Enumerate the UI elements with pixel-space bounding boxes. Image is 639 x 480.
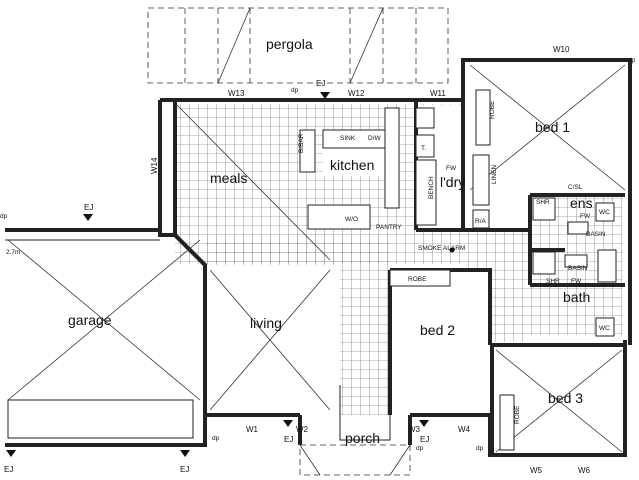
downpipe-label: dp: [291, 87, 299, 94]
expansion-joint-markers: EJ EJ EJ EJ EJ EJ: [4, 79, 429, 474]
room-label-bed-2: bed 2: [420, 322, 455, 338]
room-label-kitchen: kitchen: [330, 157, 374, 173]
ej-label: EJ: [284, 435, 293, 444]
window-label-w3: W3: [408, 425, 421, 434]
fixture-label-bbar: B/BAR: [298, 133, 305, 153]
fixture-label-csl: C/SL: [568, 184, 583, 191]
downpipe-label: dp: [416, 445, 424, 452]
room-label-pergola: pergola: [266, 36, 313, 52]
window-label-w14: W14: [150, 157, 159, 174]
fixture-label-robe-bed3: ROBE: [514, 405, 521, 424]
fixture-label-basin-ens: BASIN: [586, 231, 606, 238]
fixture-label-t: T.: [421, 145, 426, 152]
window-label-w2: W2: [296, 425, 309, 434]
fixture-label-smoke-alarm: SMOKE ALARM: [418, 245, 465, 252]
porch-area: [299, 385, 411, 476]
room-label-laundry: l'dry: [440, 174, 465, 190]
room-label-bath: bath: [563, 289, 590, 305]
ej-arrow-icon: [180, 450, 190, 457]
downpipe-label: dp: [212, 435, 220, 442]
fixture-label-ra: R/A: [475, 218, 487, 225]
downpipe-label: dp: [0, 213, 8, 220]
fixture-label-fw-ens: FW: [580, 213, 591, 220]
downpipe-label: dp: [476, 445, 484, 452]
ej-label: EJ: [420, 435, 429, 444]
room-label-living: living: [250, 315, 282, 331]
robes: [389, 89, 515, 451]
bathroom-fixtures: [532, 197, 617, 337]
dimension-label: 2.7m: [6, 249, 20, 256]
ej-label: EJ: [4, 465, 13, 474]
fixture-label-wo: W/O: [345, 216, 358, 223]
room-label-ensuite: ens: [570, 195, 593, 211]
fixture-label-linen: LINEN: [491, 165, 498, 184]
smoke-alarm-icon: [449, 247, 455, 253]
room-label-meals: meals: [210, 170, 247, 186]
fixture-label-pantry: PANTRY: [376, 224, 402, 231]
fixture-label-wc-ens: WC: [599, 209, 610, 216]
garage-area: [5, 228, 207, 447]
fixture-label-fw-laundry: FW: [446, 165, 457, 172]
ceiling-lines: [175, 64, 626, 453]
window-label-w12: W12: [348, 89, 365, 98]
kitchen-fixtures: [299, 107, 490, 230]
room-label-porch: porch: [345, 430, 380, 446]
window-label-w4: W4: [458, 425, 471, 434]
ej-arrow-icon: [419, 420, 429, 427]
ej-label: EJ: [316, 79, 325, 88]
ej-label: EJ: [84, 203, 93, 212]
fixture-label-basin-bath: BASIN: [568, 265, 588, 272]
window-label-w11: W11: [430, 89, 446, 98]
window-label-w1: W1: [246, 425, 259, 434]
room-label-garage: garage: [68, 312, 112, 328]
window-label-w5: W5: [530, 466, 543, 475]
fixture-label-robe-bed1: ROBE: [489, 100, 496, 119]
fixture-label-shr-ens: SHR: [536, 199, 550, 206]
window-label-w6: W6: [578, 466, 591, 475]
ej-arrow-icon: [6, 450, 16, 457]
tiled-floor: [175, 104, 622, 415]
fixture-label-wc-bath: WC: [599, 325, 610, 332]
fixture-label-bench: BENCH: [428, 176, 435, 199]
window-label-w10: W10: [553, 45, 570, 54]
room-label-bed-1: bed 1: [535, 119, 570, 135]
fixture-label-robe-bed2: ROBE: [408, 276, 427, 283]
window-label-w13: W13: [228, 89, 245, 98]
room-label-bed-3: bed 3: [548, 390, 583, 406]
ej-arrow-icon: [320, 92, 330, 99]
ej-arrow-icon: [83, 214, 93, 221]
fixture-label-shr-bath: SHR: [546, 278, 560, 285]
fixture-label-fw-bath: FW: [571, 278, 582, 285]
ej-label: EJ: [180, 465, 189, 474]
fixture-label-dw: D/W: [368, 135, 382, 142]
downpipe-label: dp: [628, 57, 636, 64]
fixture-label-sink: SINK: [340, 135, 356, 142]
pergola-outline: [147, 7, 449, 84]
ej-arrow-icon: [283, 420, 293, 427]
